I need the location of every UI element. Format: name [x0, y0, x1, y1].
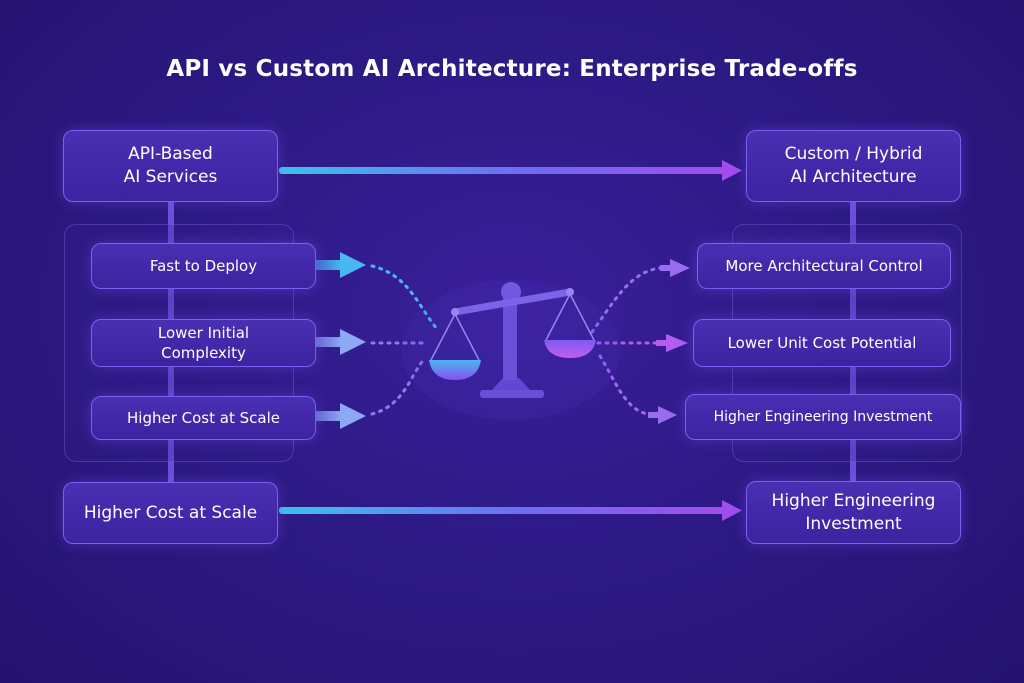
- top-long-arrow: [279, 160, 742, 181]
- left-item-higher-cost-at-scale: Higher Cost at Scale: [91, 396, 316, 440]
- right-footer-box: Higher Engineering Investment: [746, 481, 961, 544]
- left-dotted-connector-1: [370, 264, 440, 332]
- left-item-label: Higher Cost at Scale: [127, 408, 280, 427]
- left-footer-box: Higher Cost at Scale: [63, 482, 278, 544]
- right-item-label: Lower Unit Cost Potential: [727, 333, 917, 352]
- bottom-long-arrow: [279, 500, 742, 521]
- right-arrow-3: [658, 406, 677, 424]
- left-item-label: Fast to Deploy: [149, 256, 258, 275]
- right-item-higher-engineering-investment: Higher Engineering Investment: [685, 394, 961, 440]
- left-dotted-connector-3: [370, 356, 427, 416]
- left-item-fast-to-deploy: Fast to Deploy: [91, 243, 316, 289]
- page-title: API vs Custom AI Architecture: Enterpris…: [166, 56, 858, 82]
- left-footer-label: Higher Cost at Scale: [83, 502, 258, 523]
- right-footer-label: Higher Engineering Investment: [771, 490, 936, 534]
- right-item-label: Higher Engineering Investment: [713, 408, 933, 425]
- right-header-label: Custom / Hybrid AI Architecture: [784, 144, 923, 187]
- right-arrow-1: [670, 259, 690, 277]
- right-item-label: More Architectural Control: [725, 256, 923, 275]
- left-item-lower-initial-complexity: Lower Initial Complexity: [91, 319, 316, 367]
- left-item-label: Lower Initial Complexity: [157, 323, 250, 362]
- right-item-lower-unit-cost-potential: Lower Unit Cost Potential: [693, 319, 951, 367]
- right-arrow-2: [666, 334, 688, 352]
- right-item-more-architectural-control: More Architectural Control: [697, 243, 951, 289]
- right-dotted-connector-1: [590, 266, 662, 334]
- right-header-box: Custom / Hybrid AI Architecture: [746, 130, 961, 202]
- right-dotted-connector-3: [598, 354, 650, 416]
- left-header-label: API-Based AI Services: [123, 144, 218, 187]
- balance-scale-icon: [401, 280, 621, 420]
- left-header-box: API-Based AI Services: [63, 130, 278, 202]
